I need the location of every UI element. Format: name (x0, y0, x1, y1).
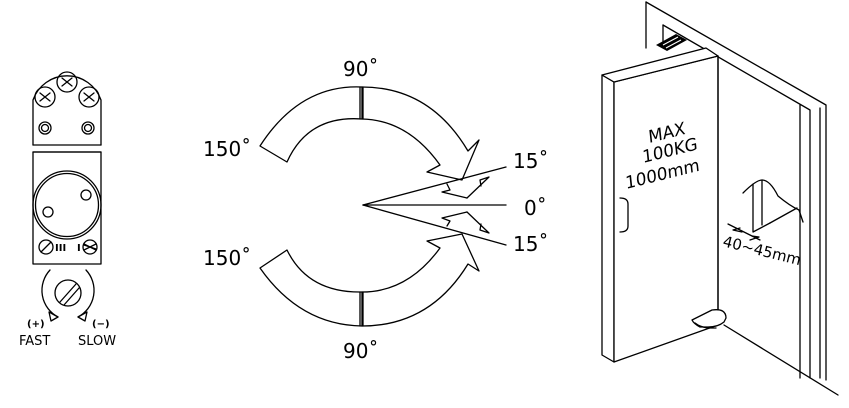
door-thickness-detail (727, 179, 804, 241)
label-0: 0˚ (524, 196, 547, 220)
screw-icon (56, 71, 78, 93)
door-thickness-label: 40~45mm (721, 232, 803, 269)
speed-adjust-indicator: (+) FAST (−) SLOW (19, 269, 116, 349)
screw-icon (78, 86, 100, 108)
label-15-lower: 15˚ (513, 232, 548, 256)
top-closer-icon (656, 34, 687, 51)
screw-icon (34, 86, 56, 108)
valve-screw-3[interactable]: III (38, 239, 66, 255)
fast-sign: (+) (27, 319, 45, 330)
label-90-bottom: 90˚ (343, 339, 378, 363)
valve-screw-1[interactable]: I (77, 239, 98, 255)
door-illustration: MAX 100KG 1000mm 40~45mm (601, 1, 839, 396)
arrow-icon-fast (48, 311, 59, 322)
slow-label: SLOW (78, 334, 116, 349)
door-handle-icon (619, 197, 629, 233)
slow-sign: (−) (92, 319, 110, 330)
arrow-icon-slow (77, 311, 88, 322)
label-150-top: 150˚ (203, 137, 251, 161)
angle-range-diagram: 90˚ 90˚ 150˚ 150˚ 15˚ 0˚ 15˚ (203, 57, 548, 363)
label-150-bottom: 150˚ (203, 246, 251, 270)
floor-pivot-icon (691, 309, 727, 329)
closer-body-illustration: III I (32, 71, 102, 265)
label-90-top: 90˚ (343, 57, 378, 81)
svg-text:III: III (55, 243, 66, 254)
svg-text:I: I (77, 243, 81, 254)
fast-label: FAST (19, 334, 50, 349)
label-15-upper: 15˚ (513, 149, 548, 173)
